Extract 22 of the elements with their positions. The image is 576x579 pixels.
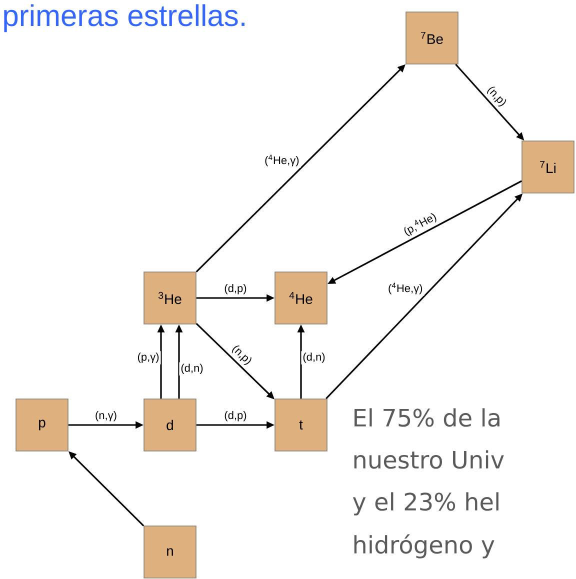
nuclide-box: $^{7}$Li [522,140,574,194]
edge-label: (d,p) [222,410,248,423]
body-text: El 75% de la [354,408,500,427]
nuclide-box: $^{4}$He [274,272,328,324]
nuclide-box: $^{7}$Be [406,12,458,64]
nuclide-box: $^{3}$He [144,272,196,324]
edge-label: (d,p) [222,282,248,296]
nuclide-box: n [144,526,196,578]
nuclide-box: t [274,398,328,452]
edge-label: (n,γ) [94,410,118,423]
edge-label: (d,n) [301,351,327,364]
edge-label: (p,γ) [136,351,161,364]
edge-label: (p,$^{4}$He) [400,208,440,240]
body-text: y el 23% hel [352,492,498,516]
nuclide-box: d [144,398,196,452]
body-text: hidrógeno y [354,534,494,558]
edge-label: ($^{4}$He,γ) [263,153,301,168]
nuclide-box: p [16,398,68,452]
body-text: nuestro Univ [354,450,504,469]
edge-label: (d,n) [179,362,205,376]
heading-text: primeras estrellas. [4,4,244,32]
edge-label: ($^{4}$He,γ) [386,281,424,296]
